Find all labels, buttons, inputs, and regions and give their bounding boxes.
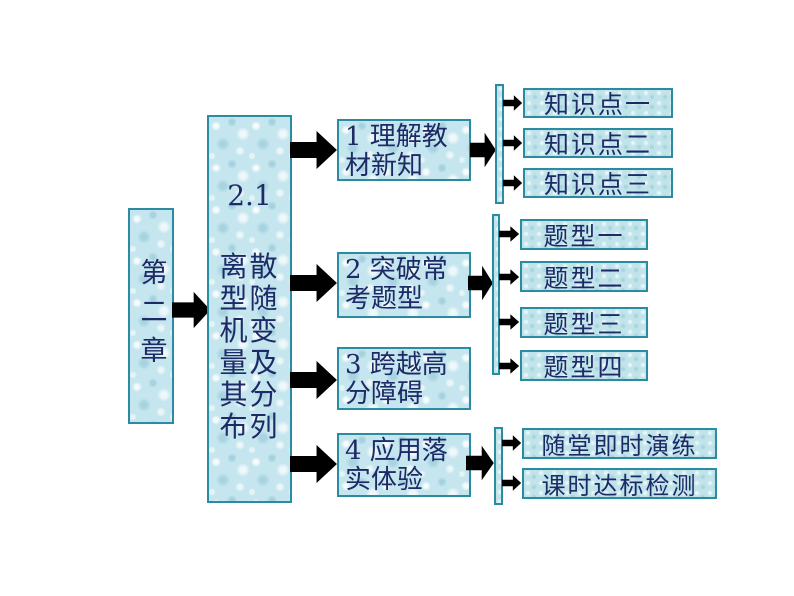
section-title: 离散 型随 机变 量及 其分 布列 <box>219 250 280 443</box>
knowledge-point-3-arrow <box>503 175 523 191</box>
question-type-1-box: 题型一 <box>520 219 648 251</box>
knowledge-point-1-box: 知识点一 <box>523 88 673 119</box>
branch-4-box: 4 应用落 实体验 <box>337 433 471 497</box>
question-type-bracket-bar <box>492 214 500 375</box>
question-type-2-arrow <box>499 269 520 285</box>
question-type-2-box: 题型二 <box>520 261 648 293</box>
practice-1-box: 随堂即时演练 <box>522 428 717 460</box>
question-type-3-box: 题型三 <box>520 307 648 339</box>
section-to-branch-1-arrow <box>290 131 337 169</box>
chapter-box: 第二章 <box>128 208 174 424</box>
section-number: 2.1 <box>227 179 272 212</box>
knowledge-point-2-box: 知识点二 <box>523 128 673 159</box>
practice-2-arrow <box>502 475 522 491</box>
section-to-branch-4-arrow <box>290 445 337 483</box>
knowledge-point-2-arrow <box>503 135 523 151</box>
section-box: 2.1 离散 型随 机变 量及 其分 布列 <box>207 115 292 503</box>
branch-3-box: 3 跨越高 分障碍 <box>337 347 471 410</box>
section-to-branch-3-arrow <box>290 361 337 399</box>
knowledge-point-1-arrow <box>503 95 523 111</box>
knowledge-point-3-box: 知识点三 <box>523 168 673 199</box>
question-type-3-arrow <box>499 314 520 330</box>
branch-2-connector-arrow <box>468 265 493 301</box>
practice-bracket-bar <box>494 427 503 505</box>
question-type-4-box: 题型四 <box>520 350 648 382</box>
branch-2-box: 2 突破常 考题型 <box>337 252 471 318</box>
question-type-1-arrow <box>499 226 520 242</box>
branch-4-connector-arrow <box>466 445 494 481</box>
branch-1-connector-arrow <box>470 132 496 168</box>
practice-2-box: 课时达标检测 <box>522 468 717 500</box>
chapter-label: 第二章 <box>135 257 167 375</box>
branch-1-box: 1 理解教 材新知 <box>337 119 471 181</box>
question-type-4-arrow <box>499 358 520 374</box>
chapter-to-section-arrow <box>172 291 211 329</box>
section-to-branch-2-arrow <box>290 264 337 302</box>
practice-1-arrow <box>502 435 522 451</box>
